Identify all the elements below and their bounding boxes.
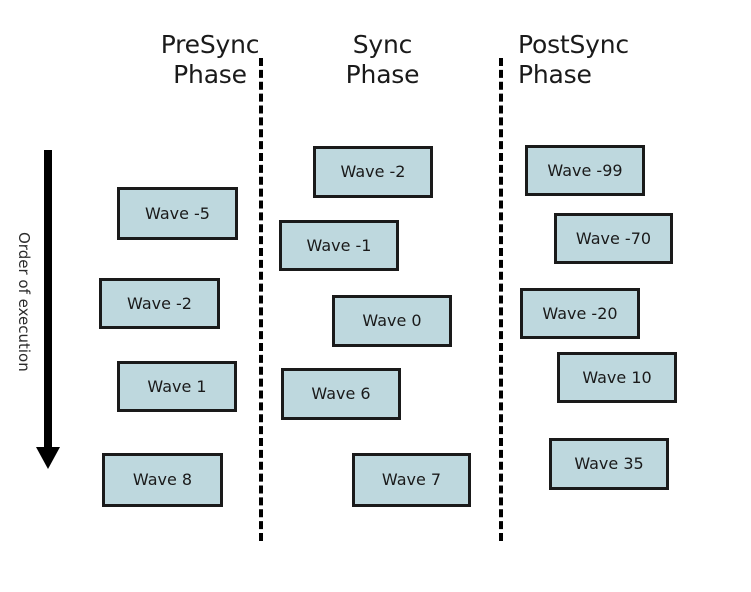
wave-box[interactable]: Wave 7 (352, 453, 471, 507)
phase-title-postsync: PostSync Phase (518, 30, 629, 89)
wave-box[interactable]: Wave -70 (554, 213, 673, 264)
wave-label: Wave -20 (542, 303, 618, 323)
wave-box[interactable]: Wave 8 (102, 453, 223, 507)
wave-box[interactable]: Wave -99 (525, 145, 645, 196)
order-of-execution-label: Order of execution (15, 232, 33, 372)
order-of-execution-arrow-head (36, 447, 60, 469)
wave-box[interactable]: Wave 6 (281, 368, 401, 420)
wave-label: Wave 7 (381, 470, 442, 489)
wave-label: Wave 6 (311, 384, 371, 403)
wave-label: Wave -1 (306, 235, 372, 255)
wave-label: Wave 35 (574, 454, 644, 473)
wave-box[interactable]: Wave -2 (313, 146, 433, 198)
phase-title-presync: PreSync Phase (160, 30, 260, 89)
wave-label: Wave -5 (145, 203, 210, 223)
wave-label: Wave -70 (575, 228, 652, 248)
wave-label: Wave 10 (582, 367, 652, 387)
wave-box[interactable]: Wave 0 (332, 295, 452, 347)
wave-label: Wave -2 (127, 293, 192, 313)
wave-label: Wave 8 (132, 470, 193, 489)
wave-label: Wave 0 (362, 311, 422, 330)
wave-box[interactable]: Wave -20 (520, 288, 640, 339)
wave-box[interactable]: Wave -2 (99, 278, 220, 329)
divider-presync-sync (259, 58, 263, 541)
divider-sync-postsync (499, 58, 503, 541)
order-of-execution-arrow-shaft (44, 150, 52, 450)
wave-label: Wave -99 (547, 160, 623, 180)
phase-title-sync: Sync Phase (345, 30, 420, 89)
wave-box[interactable]: Wave 35 (549, 438, 669, 490)
wave-box[interactable]: Wave 10 (557, 352, 677, 403)
wave-label: Wave -2 (340, 162, 406, 181)
wave-box[interactable]: Wave -5 (117, 187, 238, 240)
wave-label: Wave 1 (147, 376, 207, 396)
wave-box[interactable]: Wave -1 (279, 220, 399, 271)
wave-box[interactable]: Wave 1 (117, 361, 237, 412)
